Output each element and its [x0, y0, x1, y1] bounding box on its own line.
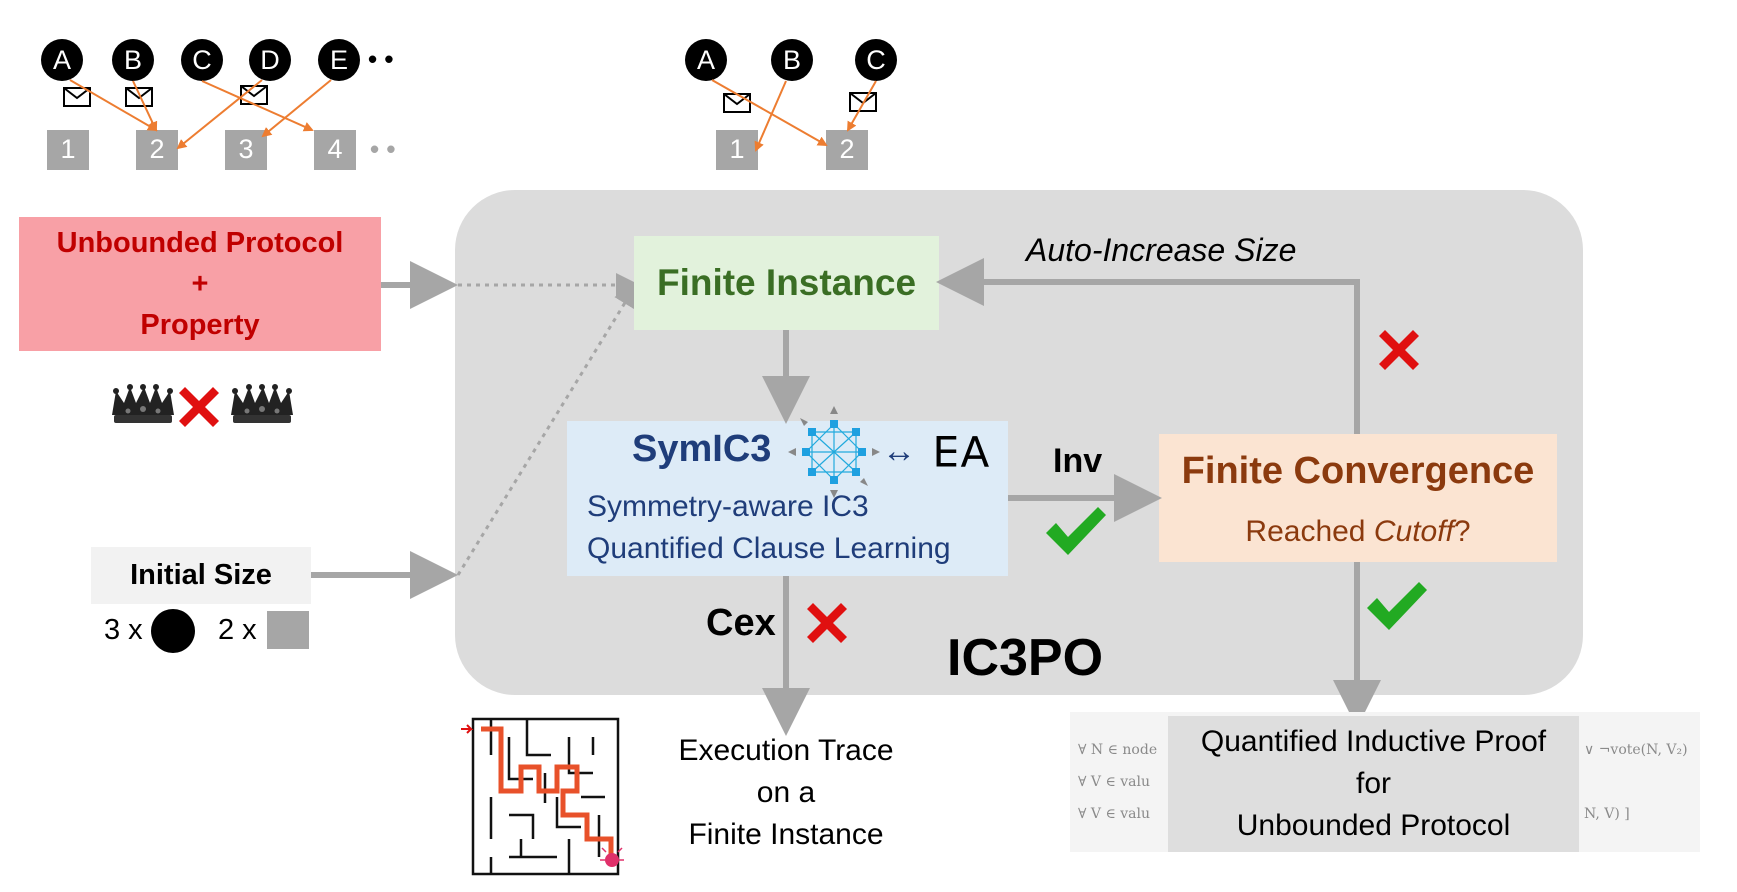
- slot-label: 1: [60, 134, 76, 164]
- symic3-title: SymIC3: [632, 428, 772, 470]
- node-label: B: [123, 45, 142, 75]
- proof-line1: Quantified Inductive Proof: [1200, 725, 1547, 758]
- dotted-arrows: [456, 273, 640, 576]
- message-arrows: [69, 79, 332, 150]
- node-icon: [685, 39, 897, 81]
- nodes-count: 3 x: [104, 614, 143, 646]
- formula-right-2: N, V) ]: [1584, 806, 1630, 822]
- protocol-line3: Property: [140, 308, 260, 341]
- initial-size-box: Initial Size: [91, 547, 311, 604]
- question-cutoff: Cutoff: [1373, 515, 1454, 548]
- input-arrows: [311, 261, 458, 599]
- crown-icon: [231, 384, 293, 423]
- auto-increase-label: Auto-Increase Size: [1026, 232, 1297, 268]
- protocol-plus: +: [191, 267, 209, 300]
- msgs-count: 2 x: [218, 614, 257, 646]
- trace-line1: Execution Trace: [678, 734, 894, 767]
- inv-label: Inv: [1053, 442, 1103, 480]
- symic3-fill: [567, 421, 1008, 576]
- trace-line3: Finite Instance: [688, 818, 884, 851]
- node-label: A: [52, 45, 71, 75]
- node-ellipsis: • •: [368, 44, 394, 74]
- convergence-question: Reached Cutoff?: [1159, 515, 1557, 549]
- protocol-box-fill: [19, 217, 381, 351]
- finite-instance-box: Finite Instance: [634, 236, 939, 330]
- crown-icon: [112, 384, 174, 423]
- protocol-box: Unbounded Protocol + Property: [19, 217, 381, 351]
- symic3-line2: Quantified Clause Learning: [587, 532, 951, 565]
- slot-label: 2: [149, 134, 165, 164]
- ic3po-title: IC3PO: [947, 629, 1104, 687]
- slot-label: 1: [729, 134, 745, 164]
- node-label: C: [192, 45, 212, 75]
- trace-line2: on a: [756, 776, 816, 809]
- slot-label: 4: [327, 134, 343, 164]
- initial-size-fill: [91, 547, 311, 604]
- maze-icon: [461, 717, 624, 876]
- formula-left-3: ∀ V ∈ valu: [1078, 806, 1151, 822]
- slot-icon: [47, 130, 356, 170]
- cex-label: Cex: [706, 602, 776, 644]
- node-icon: [151, 609, 195, 653]
- slot-icon: [716, 130, 868, 170]
- node-label: D: [260, 45, 280, 75]
- proof-fill: [1168, 716, 1579, 852]
- question-suffix: ?: [1453, 515, 1471, 548]
- slot-ellipsis: • •: [370, 134, 396, 164]
- symic3-line1: Symmetry-aware IC3: [587, 490, 869, 523]
- envelope-icon: [723, 92, 877, 113]
- slot-label: 3: [238, 134, 254, 164]
- finite-instance-label: Finite Instance: [656, 262, 917, 303]
- cross-icon: [179, 387, 219, 427]
- node-label: C: [866, 45, 886, 75]
- execution-trace: Execution Trace on a Finite Instance: [652, 730, 920, 856]
- formula-left-1: ∀ N ∈ node: [1078, 742, 1158, 758]
- slot-icon: [267, 611, 309, 649]
- node-icon: [41, 39, 360, 81]
- finite-instance-fill: [634, 236, 939, 330]
- node-label: A: [696, 45, 715, 75]
- formula-right-1: ∨ ¬vote(N, V₂): [1584, 742, 1688, 758]
- initial-size-label: Initial Size: [130, 559, 272, 591]
- quantifier-icon: ∀∃: [934, 427, 990, 474]
- node-label: E: [329, 45, 348, 75]
- swap-arrow-icon: ↔: [882, 432, 916, 470]
- message-arrows: [711, 79, 877, 152]
- proof-line3: Unbounded Protocol: [1236, 809, 1511, 842]
- protocol-line1: Unbounded Protocol: [56, 226, 344, 259]
- example-right: [685, 39, 897, 170]
- example-left: [41, 39, 360, 170]
- node-label: B: [782, 45, 801, 75]
- proof-box: Quantified Inductive Proof for Unbounded…: [1168, 716, 1579, 852]
- formula-left-2: ∀ V ∈ valu: [1078, 774, 1151, 790]
- slot-label: 2: [839, 134, 855, 164]
- network-icon: [788, 406, 880, 498]
- convergence-fill: [1159, 434, 1557, 562]
- convergence-title: Finite Convergence: [1181, 450, 1535, 492]
- flow-arrows: [762, 258, 1381, 736]
- question-prefix: Reached: [1245, 515, 1374, 548]
- proof-line2: for: [1355, 767, 1391, 800]
